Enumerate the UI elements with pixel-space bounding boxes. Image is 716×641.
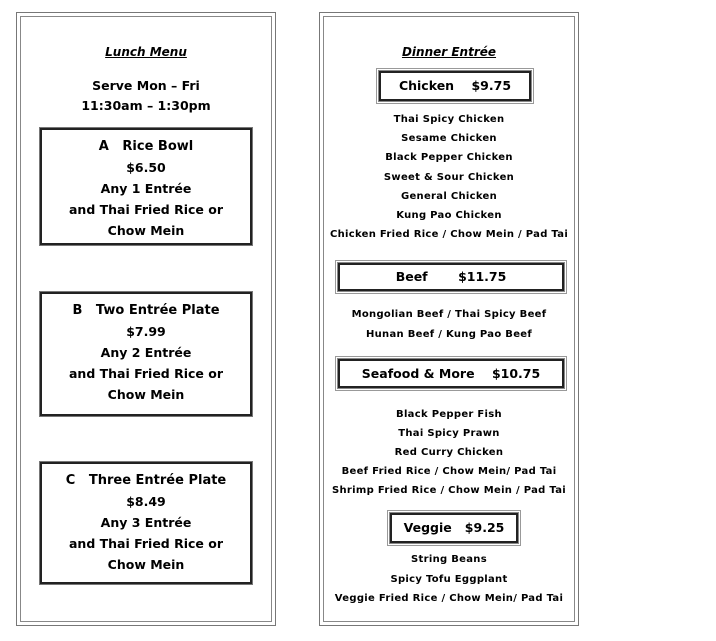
menu-item: Spicy Tofu Eggplant xyxy=(390,573,508,585)
menu-item: Sweet & Sour Chicken xyxy=(383,171,515,183)
serve-days: Serve Mon – Fri xyxy=(92,78,200,93)
menu-item: Veggie Fried Rice / Chow Mein/ Pad Tai xyxy=(334,593,564,604)
option-side-line1: and Thai Fried Rice or xyxy=(69,366,223,381)
category-beef: Beef $11.75 xyxy=(338,263,564,291)
category-veggie: Veggie $9.25 xyxy=(390,513,518,543)
option-heading: B Two Entrée Plate xyxy=(72,303,220,318)
lunch-option-c: C Three Entrée Plate $8.49 Any 3 Entrée … xyxy=(40,462,252,584)
option-price: $7.99 xyxy=(126,324,166,339)
option-heading: C Three Entrée Plate xyxy=(65,473,227,488)
menu-item: Black Pepper Fish xyxy=(396,409,502,420)
veggie-item-list: String Beans Spicy Tofu Eggplant Veggie … xyxy=(320,550,578,609)
menu-item: Thai Spicy Chicken xyxy=(393,114,505,125)
option-side-line2: Chow Mein xyxy=(107,557,185,572)
lunch-option-a: A Rice Bowl $6.50 Any 1 Entrée and Thai … xyxy=(40,128,252,245)
option-entree: Any 3 Entrée xyxy=(100,515,192,530)
menu-item: Shrimp Fried Rice / Chow Mein / Pad Tai xyxy=(332,485,566,496)
option-side-line1: and Thai Fried Rice or xyxy=(69,536,223,551)
dinner-menu-panel: Dinner Entrée Chicken $9.75 Thai Spicy C… xyxy=(319,12,579,626)
serve-hours: 11:30am – 1:30pm xyxy=(81,98,211,113)
lunch-menu-panel: Lunch Menu Serve Mon – Fri 11:30am – 1:3… xyxy=(16,12,276,626)
beef-item-list: Mongolian Beef / Thai Spicy Beef Hunan B… xyxy=(320,305,578,345)
option-entree: Any 2 Entrée xyxy=(100,345,192,360)
dinner-menu-title: Dinner Entrée xyxy=(401,45,497,59)
lunch-menu-title: Lunch Menu xyxy=(105,45,187,59)
menu-item: Beef Fried Rice / Chow Mein/ Pad Tai xyxy=(341,466,557,477)
lunch-option-b: B Two Entrée Plate $7.99 Any 2 Entrée an… xyxy=(40,292,252,416)
menu-item: Red Curry Chicken xyxy=(394,447,504,458)
chicken-item-list: Thai Spicy Chicken Sesame Chicken Black … xyxy=(320,110,578,244)
option-side-line2: Chow Mein xyxy=(107,387,185,402)
category-chicken: Chicken $9.75 xyxy=(379,71,531,101)
menu-item: Chicken Fried Rice / Chow Mein / Pad Tai xyxy=(329,229,569,241)
menu-item: Thai Spicy Prawn xyxy=(398,428,500,439)
menu-item: Black Pepper Chicken xyxy=(385,152,513,164)
option-price: $8.49 xyxy=(126,494,166,509)
menu-item: Kung Pao Chicken xyxy=(396,210,502,222)
menu-item: Mongolian Beef / Thai Spicy Beef xyxy=(351,309,547,320)
option-side-line2: Chow Mein xyxy=(107,223,185,238)
option-entree: Any 1 Entrée xyxy=(100,181,192,196)
option-heading: A Rice Bowl xyxy=(98,139,194,154)
option-price: $6.50 xyxy=(126,160,166,175)
option-side-line1: and Thai Fried Rice or xyxy=(69,202,223,217)
menu-item: Sesame Chicken xyxy=(401,133,497,145)
seafood-item-list: Black Pepper Fish Thai Spicy Prawn Red C… xyxy=(320,405,578,500)
menu-item: String Beans xyxy=(411,554,487,565)
menu-item: Hunan Beef / Kung Pao Beef xyxy=(365,329,533,340)
category-seafood: Seafood & More $10.75 xyxy=(338,359,564,388)
menu-item: General Chicken xyxy=(400,190,498,202)
